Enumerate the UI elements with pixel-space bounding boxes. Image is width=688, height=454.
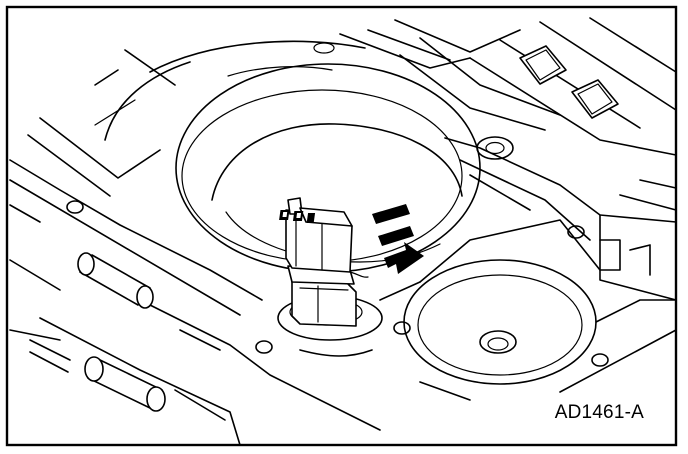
left-stud-upper <box>77 252 154 309</box>
figure-id-label: AD1461-A <box>554 402 644 423</box>
electrical-connector <box>279 197 369 327</box>
figure-border <box>5 5 678 447</box>
transmission-case <box>9 17 677 446</box>
small-bolt-hole <box>313 42 335 54</box>
lower-bore-outer <box>403 259 597 385</box>
left-stud-lower <box>84 356 166 412</box>
direction-arrow-icon <box>372 204 424 274</box>
